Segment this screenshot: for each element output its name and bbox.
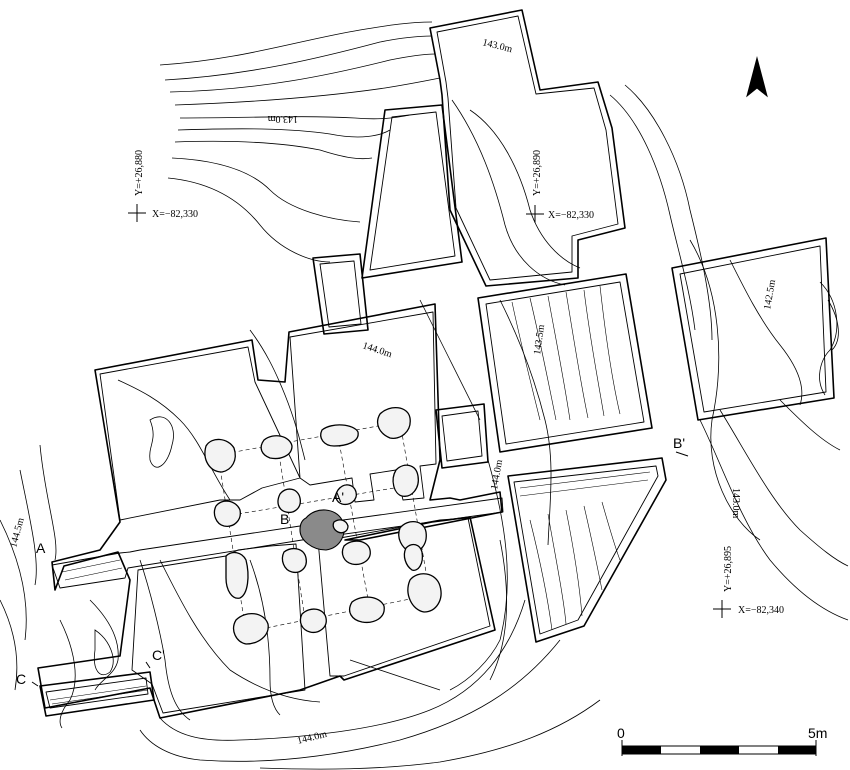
contour-label-143-top: 143.0m <box>481 37 513 55</box>
trench-outlines <box>37 9 835 719</box>
section-markers: A A' B B' C C' <box>16 435 689 687</box>
grid-y-label-1: Y=+26,880 <box>134 150 145 196</box>
scale-label-max: 5m <box>808 725 827 741</box>
section-label-c-prime: C' <box>152 647 165 663</box>
north-arrow-icon <box>746 56 768 98</box>
grid-point-3: Y=+26,895 X=−82,340 <box>713 546 784 618</box>
grid-point-1: Y=+26,880 X=−82,330 <box>128 150 198 222</box>
contour-label-144-bottom: 144.0m <box>296 729 328 747</box>
contour-lines <box>0 21 849 770</box>
scale-label-zero: 0 <box>617 725 625 741</box>
contour-label-144-5: 144.5m <box>8 516 27 548</box>
trench-east <box>477 273 653 453</box>
section-label-c: C <box>16 671 26 687</box>
section-label-a: A <box>36 540 46 556</box>
grid-y-label-3: Y=+26,895 <box>723 546 734 592</box>
grid-y-label-2: Y=+26,890 <box>532 150 543 196</box>
trench-section-c <box>39 671 155 717</box>
section-label-a-prime: A' <box>332 489 344 505</box>
section-label-b: B <box>280 511 289 527</box>
contour-label-144-center: 144.0m <box>361 340 393 360</box>
foundation-stones <box>204 407 442 645</box>
grid-x-label-2: X=−82,330 <box>548 210 594 221</box>
trench-northwest <box>361 104 463 279</box>
pit-small-east <box>435 403 489 469</box>
trench-north <box>429 9 626 287</box>
trench-far-east <box>671 237 835 421</box>
grid-x-label-3: X=−82,340 <box>738 605 784 616</box>
contour-labels: 143.0m 143.0m 144.0m 143.5m 142.5m 143.0… <box>8 37 778 747</box>
section-label-b-prime: B' <box>673 435 685 451</box>
contour-label-143-left: 143.0m <box>268 113 299 124</box>
pit-small-north <box>312 253 369 335</box>
foundation-axes <box>217 421 431 633</box>
scale-bar: 0 5m <box>617 725 827 756</box>
grid-x-label-1: X=−82,330 <box>152 209 198 220</box>
grid-point-2: Y=+26,890 X=−82,330 <box>526 150 594 223</box>
building-excavation <box>37 303 503 719</box>
contour-label-143-right: 143.0m <box>730 488 741 519</box>
contour-label-143-5: 143.5m <box>532 324 547 356</box>
contour-label-142-5: 142.5m <box>762 279 778 311</box>
trench-southeast <box>507 457 667 643</box>
contour-label-144-east: 144.0m <box>489 459 505 491</box>
